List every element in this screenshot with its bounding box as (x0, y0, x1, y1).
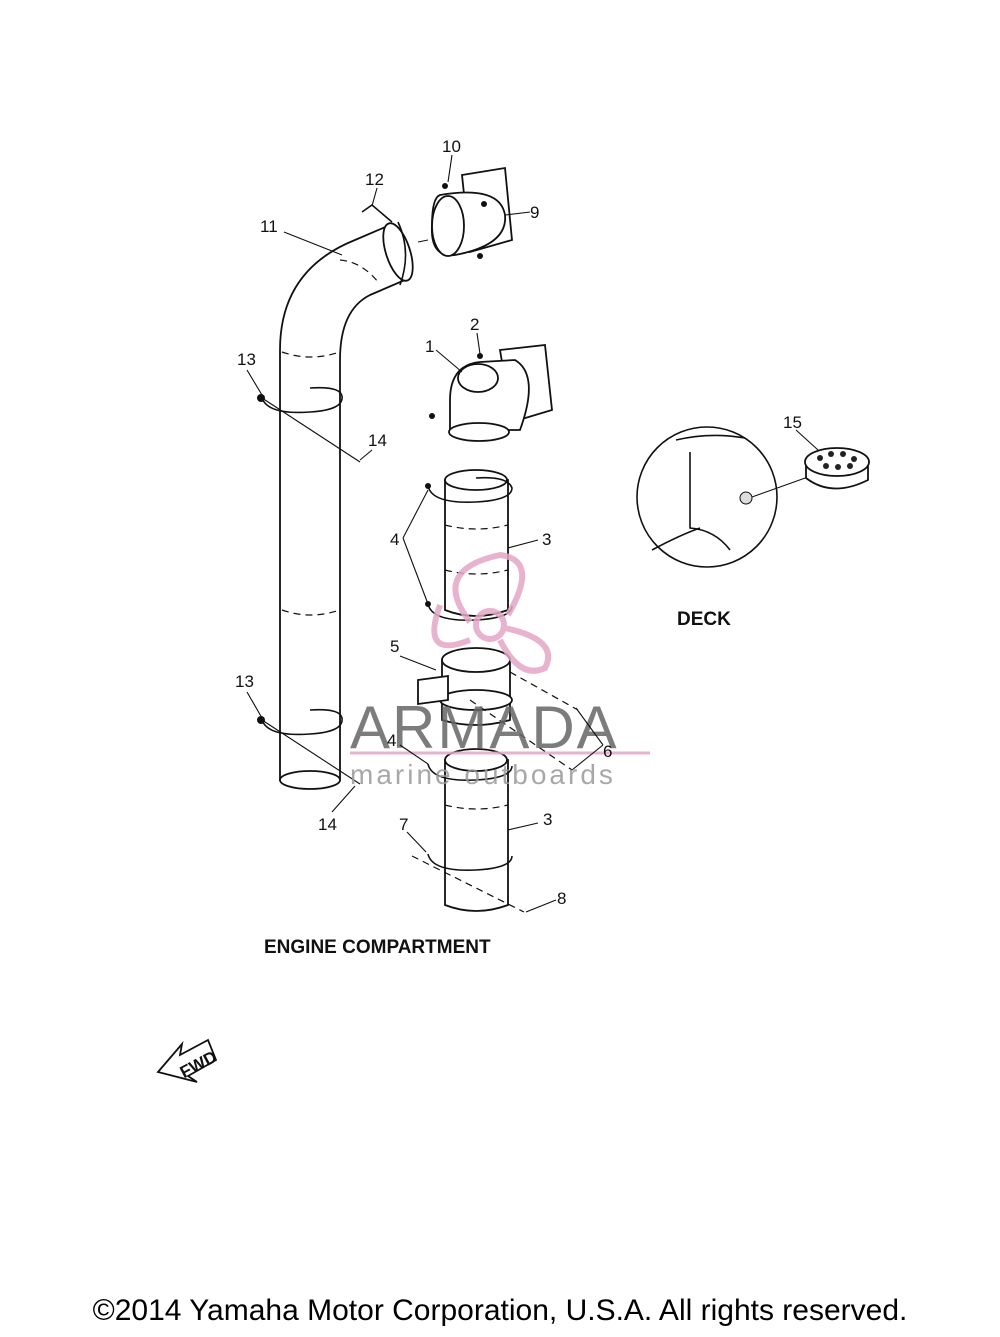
callout-15: 15 (783, 413, 802, 432)
callout-14-upper: 14 (368, 431, 387, 450)
leader-lines (246, 154, 819, 913)
callout-3-lower: 3 (543, 810, 552, 829)
callout-10: 10 (442, 137, 461, 156)
armada-watermark: ARMADA marine outboards (350, 551, 650, 790)
callout-3-upper: 3 (542, 530, 551, 549)
copyright-footer: ©2014 Yamaha Motor Corporation, U.S.A. A… (92, 1294, 908, 1327)
sleeve-3-lower (411, 748, 525, 913)
bracket-sleeve-5 (417, 647, 579, 771)
callout-1: 1 (425, 337, 434, 356)
propeller-logo (431, 551, 552, 674)
callout-13-upper: 13 (237, 350, 256, 369)
callout-13-lower: 13 (235, 672, 254, 691)
callout-11: 11 (260, 217, 278, 236)
callout-5: 5 (390, 637, 399, 656)
fwd-arrow-icon: FWD (156, 1038, 220, 1083)
sleeve-3-upper (425, 469, 513, 621)
callouts: 10 12 11 9 2 1 13 14 15 4 3 5 13 4 6 3 1… (235, 137, 802, 908)
callout-12: 12 (365, 170, 384, 189)
callout-8: 8 (557, 889, 566, 908)
flange-cap-9 (417, 166, 513, 259)
caption-deck: DECK (677, 609, 731, 630)
watermark-title: ARMADA (350, 694, 619, 761)
callout-7: 7 (399, 815, 408, 834)
watermark-subtitle: marine outboards (350, 759, 616, 790)
plug-15 (804, 447, 870, 490)
callout-4-upper: 4 (390, 530, 399, 549)
callout-9: 9 (530, 203, 539, 222)
caption-engine-compartment: ENGINE COMPARTMENT (264, 937, 491, 958)
elbow-1 (429, 344, 553, 442)
clamp-13-upper (257, 386, 361, 463)
clamp-13-lower (257, 708, 361, 785)
callout-14-lower: 14 (318, 815, 337, 834)
callout-6: 6 (603, 742, 612, 761)
deck-detail (636, 426, 870, 568)
callout-4-lower: 4 (387, 731, 396, 750)
callout-2: 2 (470, 315, 479, 334)
